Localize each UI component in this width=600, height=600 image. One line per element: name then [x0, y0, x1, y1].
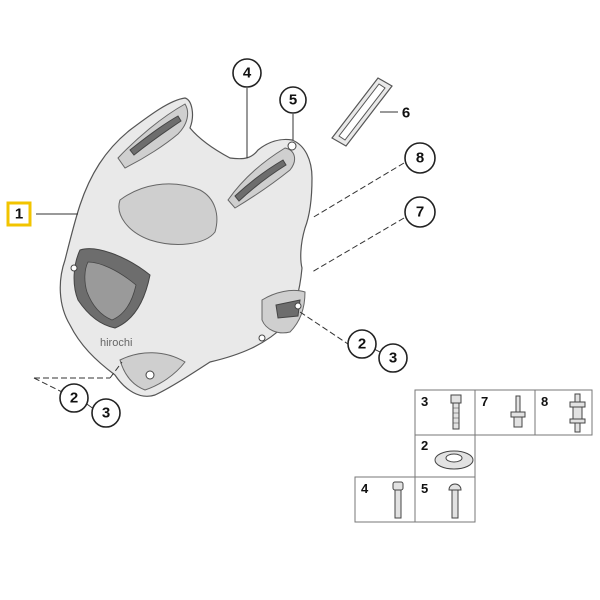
svg-text:8: 8 [541, 394, 548, 409]
callout-8[interactable]: 8 [404, 142, 436, 174]
table-cell-screw[interactable]: 7 [481, 394, 526, 428]
hardware-table: 3 7 8 [354, 389, 593, 523]
svg-text:2: 2 [70, 390, 78, 407]
svg-text:3: 3 [102, 405, 110, 422]
svg-text:2: 2 [358, 336, 366, 353]
svg-text:7: 7 [481, 394, 488, 409]
trim-strip-part [331, 77, 393, 147]
watermark: hirochi [100, 337, 132, 349]
svg-text:5: 5 [289, 92, 297, 109]
svg-text:2: 2 [421, 438, 428, 453]
callout-2-right[interactable]: 2 [347, 329, 377, 359]
fairing-part [59, 97, 313, 397]
svg-text:6: 6 [402, 105, 410, 122]
stud-icon [569, 393, 586, 433]
pin-icon [392, 481, 404, 519]
screw-icon [510, 395, 526, 428]
callout-part-1[interactable]: 1 [6, 201, 32, 227]
callout-6[interactable]: 6 [402, 105, 410, 122]
callout-4-top[interactable]: 4 [232, 58, 262, 88]
callout-5-top[interactable]: 5 [279, 86, 307, 114]
svg-text:7: 7 [416, 204, 424, 221]
table-cell-stud[interactable]: 8 [541, 393, 586, 433]
svg-text:4: 4 [243, 65, 252, 82]
callout-2-left[interactable]: 2 [59, 383, 89, 413]
callout-7[interactable]: 7 [404, 196, 436, 228]
table-cell-washer[interactable]: 2 [421, 438, 474, 470]
table-cell-rivet[interactable]: 5 [421, 481, 462, 519]
washer-icon [434, 450, 474, 470]
table-cell-pin[interactable]: 4 [361, 481, 404, 519]
svg-text:5: 5 [421, 481, 428, 496]
bolt-icon [450, 394, 462, 430]
callout-3-left[interactable]: 3 [91, 398, 121, 428]
svg-text:3: 3 [389, 350, 397, 367]
svg-text:4: 4 [361, 481, 369, 496]
svg-text:8: 8 [416, 150, 424, 167]
svg-text:3: 3 [421, 394, 428, 409]
rivet-icon [448, 483, 462, 519]
svg-text:1: 1 [15, 206, 23, 223]
callout-3-right[interactable]: 3 [378, 343, 408, 373]
table-cell-bolt[interactable]: 3 [421, 394, 462, 430]
